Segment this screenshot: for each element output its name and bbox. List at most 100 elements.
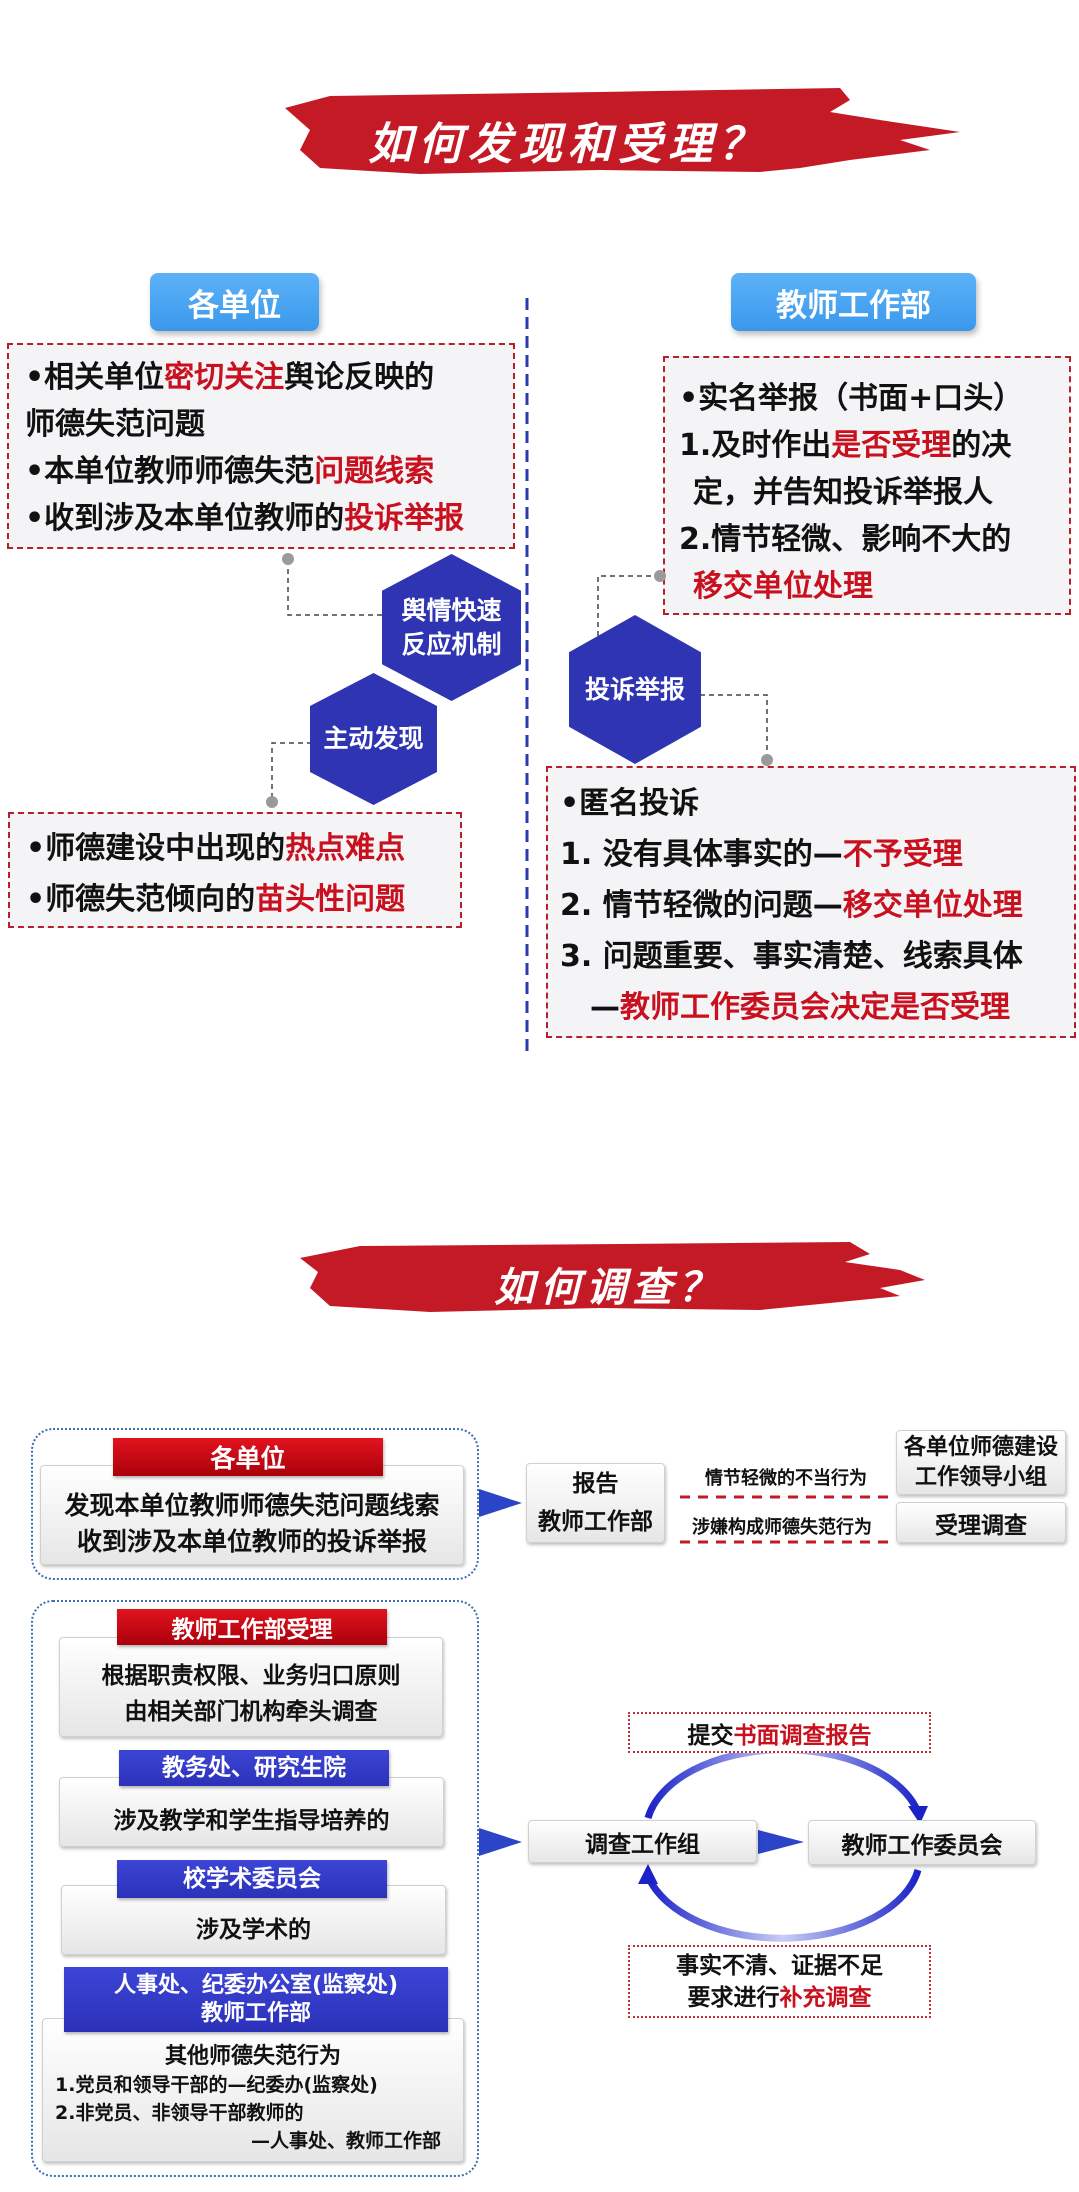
highlight-text: 移交单位处理 <box>842 888 1023 923</box>
text-segment: 提交 <box>687 1722 734 1749</box>
hr-line: 2.非党员、非领导干部教师的 <box>55 2102 304 2124</box>
connector-dot <box>282 553 294 565</box>
submit-report-box: 提交书面调查报告 <box>628 1712 931 1753</box>
text-segment: 要求进行 <box>687 1984 780 2011</box>
units-sources-box: •相关单位密切关注舆论反映的师德失范问题 •本单位教师师德失范问题线索 •收到涉及本… <box>7 343 515 549</box>
text-segment: 的决 <box>951 428 1012 463</box>
text-line: 提交书面调查报告 <box>688 1723 872 1749</box>
highlight-text: 不予受理 <box>842 837 963 872</box>
connector-opinion <box>287 560 385 616</box>
committee-box: 教师工作委员会 <box>808 1820 1036 1865</box>
highlight-text: 投诉举报 <box>344 501 465 536</box>
text-segment: 1. 没有具体事实的— <box>560 837 843 872</box>
active-discovery-box: •师德建设中出现的热点难点•师德失范倾向的苗头性问题 <box>8 812 462 928</box>
section2-graphics <box>300 1242 928 1942</box>
text-segment: •师德建设中出现的 <box>26 831 286 866</box>
highlight-text: 问题线索 <box>314 454 435 489</box>
text-line: •相关单位密切关注舆论反映的 <box>25 354 513 401</box>
arrowhead-icon <box>908 1806 928 1824</box>
text-segment: 3. 问题重要、事实清楚、线索具体 <box>560 939 1023 974</box>
academic-committee-header: 校学术委员会 <box>117 1860 387 1898</box>
text-segment: •师德失范倾向的 <box>26 882 256 917</box>
text-line: •本单位教师师德失范问题线索 <box>25 448 513 495</box>
text-segment: 师德失范问题 <box>25 407 205 442</box>
hex-line: 舆情快速 <box>401 595 502 625</box>
text-line: •师德失范倾向的苗头性问题 <box>26 874 460 925</box>
highlight-text: 密切关注 <box>164 360 285 395</box>
text-line: 师德失范问题 <box>25 401 513 448</box>
highlight-text: 书面调查报告 <box>733 1722 872 1749</box>
arrow-icon <box>479 1828 522 1856</box>
arrow-icon <box>758 1830 804 1854</box>
connector-complaint-right <box>700 694 768 759</box>
text-segment: 2.情节轻微、影响不大的 <box>679 522 1012 557</box>
text-line: •实名举报（书面+口头） <box>679 375 1069 422</box>
text-segment: 事实不清、证据不足 <box>676 1952 883 1979</box>
units-line: 发现本单位教师师德失范问题线索 <box>64 1491 440 1520</box>
accept-investigate-box: 受理调查 <box>896 1502 1066 1543</box>
loop-arrow-bottom <box>644 1869 922 1942</box>
title-banner-brush <box>300 1242 925 1312</box>
units-header: 各单位 <box>150 273 319 331</box>
units-box: 发现本单位教师师德失范问题线索 收到涉及本单位教师的投诉举报 <box>40 1465 464 1565</box>
text-line: —教师工作委员会决定是否受理 <box>560 982 1074 1033</box>
serious-label: 涉嫌构成师德失范行为 <box>692 1517 872 1538</box>
supplement-box: 事实不清、证据不足要求进行补充调查 <box>628 1945 931 2018</box>
text-segment: 舆论反映的 <box>284 360 435 395</box>
text-segment: •实名举报（书面+口头） <box>679 381 1024 416</box>
units-group <box>31 1428 479 1580</box>
hr-title: 其他师德失范行为 <box>164 2044 341 2069</box>
dept-accept-header: 教师工作部受理 <box>117 1609 387 1645</box>
text-line: 1.及时作出是否受理的决 <box>679 422 1069 469</box>
dept-accept-box: 根据职责权限、业务归口原则 由相关部门机构牵头调查 <box>59 1637 443 1737</box>
highlight-text: 补充调查 <box>779 1984 872 2011</box>
teacher-work-dept-header: 教师工作部 <box>731 273 976 331</box>
text-line: 2. 情节轻微的问题—移交单位处理 <box>560 880 1074 931</box>
academic-affairs-header: 教务处、研究生院 <box>119 1750 389 1786</box>
text-segment: •匿名投诉 <box>560 786 700 821</box>
text-line: •师德建设中出现的热点难点 <box>26 823 460 874</box>
text-segment: — <box>590 990 620 1025</box>
units-header: 各单位 <box>113 1438 383 1476</box>
text-line: •匿名投诉 <box>560 778 1074 829</box>
arrowhead-icon <box>638 1864 658 1884</box>
academic-affairs-box: 涉及教学和学生指导培养的 <box>59 1777 444 1847</box>
dept-accept-line: 由相关部门机构牵头调查 <box>124 1699 378 1725</box>
hr-box: 其他师德失范行为 1.党员和领导干部的—纪委办(监察处) 2.非党员、非领导干部… <box>42 2018 464 2162</box>
submit-report-text: 提交书面调查报告 <box>688 1716 872 1750</box>
section2-title: 如何调查？ <box>494 1264 724 1311</box>
investigation-units-group <box>31 1600 479 2177</box>
real-name-report-box: •实名举报（书面+口头） 1.及时作出是否受理的决定，并告知投诉举报人 2.情节轻微… <box>663 356 1071 615</box>
text-segment: 1.及时作出 <box>679 428 832 463</box>
investigation-group-box: 调查工作组 <box>528 1820 757 1863</box>
hex-line: 反应机制 <box>401 629 502 659</box>
text-line: 移交单位处理 <box>679 563 1069 610</box>
text-line: 定，并告知投诉举报人 <box>679 469 1069 516</box>
connector-dot <box>266 796 278 808</box>
hr-header-line: 教师工作部 <box>200 2000 311 2026</box>
text-segment: 2. 情节轻微的问题— <box>560 888 843 923</box>
text-line: 2.情节轻微、影响不大的 <box>679 516 1069 563</box>
leading-group-line: 各单位师德建设 <box>903 1434 1058 1460</box>
highlight-text: 移交单位处理 <box>693 569 873 604</box>
connector-complaint-top <box>597 575 660 636</box>
dept-accept-line: 根据职责权限、业务归口原则 <box>101 1663 401 1689</box>
hr-header-line: 人事处、纪委办公室(监察处) <box>113 1973 399 1998</box>
hr-line: 1.党员和领导干部的—纪委办(监察处) <box>55 2074 378 2096</box>
text-segment: •相关单位 <box>25 360 165 395</box>
title-banner-brush <box>285 88 960 174</box>
highlight-text: 教师工作委员会决定是否受理 <box>620 990 1010 1025</box>
anonymous-complaint-box: •匿名投诉 1. 没有具体事实的—不予受理 2. 情节轻微的问题—移交单位处理 3. … <box>546 766 1076 1038</box>
arrow-icon <box>479 1489 522 1517</box>
loop-arrow-top <box>644 1746 922 1819</box>
units-line: 收到涉及本单位教师的投诉举报 <box>76 1527 427 1556</box>
text-segment: •收到涉及本单位教师的 <box>25 501 345 536</box>
connector-dot <box>654 570 666 582</box>
highlight-text: 苗头性问题 <box>255 882 406 917</box>
hr-line: —人事处、教师工作部 <box>250 2130 441 2152</box>
report-line: 教师工作部 <box>538 1509 653 1535</box>
minor-label: 情节轻微的不当行为 <box>705 1468 867 1489</box>
hr-header: 人事处、纪委办公室(监察处) 教师工作部 <box>64 1967 448 2032</box>
text-segment: •本单位教师师德失范 <box>25 454 315 489</box>
text-line: 事实不清、证据不足 <box>676 1950 883 1982</box>
